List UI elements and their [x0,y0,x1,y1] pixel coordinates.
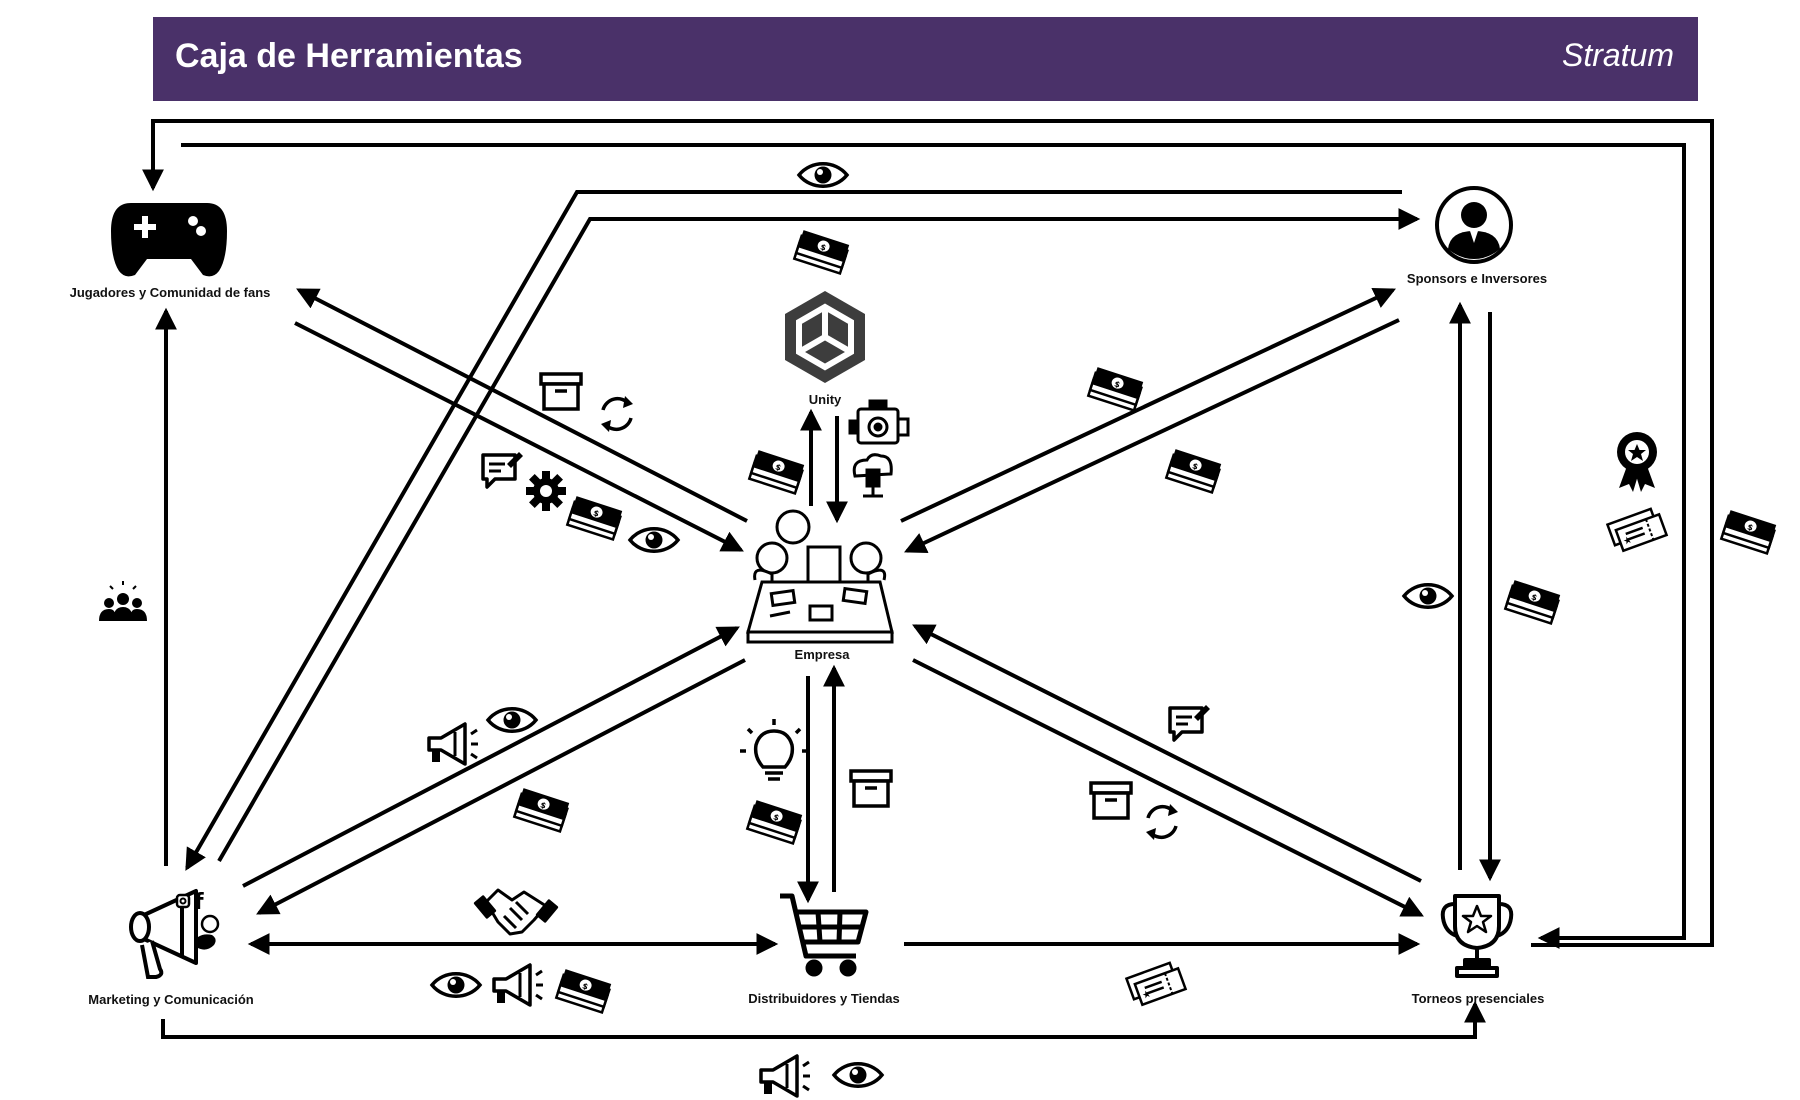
megaphone-icon [427,722,480,766]
eye-icon [832,1062,884,1088]
node-label-marketing: Marketing y Comunicación [88,992,254,1007]
megaphone-icon [759,1054,812,1098]
eye-icon [1402,583,1454,609]
flow-arrows [142,119,1714,1039]
money-icon [793,228,851,275]
eye-icon [797,162,849,188]
money-icon [555,967,613,1014]
eye-icon [430,972,482,998]
lightbulb-icon [740,719,808,781]
node-label-unity: Unity [808,392,842,407]
node-label-jugadores: Jugadores y Comunidad de fans [69,285,271,300]
money-icon [513,786,571,833]
megaphone-social-icon: f [129,889,220,979]
arrow-torneos-to-jugadores [142,119,1714,947]
feedback-icon [1168,703,1212,742]
arrow-empresa-to-marketing [256,658,746,915]
box-icon [539,372,583,411]
server-icon [852,453,893,498]
megaphone-icon [492,963,545,1007]
money-icon [566,494,624,541]
money-icon [1504,578,1562,625]
arrow-sponsors-to-empresa [904,318,1400,554]
money-icon [1087,365,1145,412]
brand-name: Stratum [1561,37,1674,73]
meeting-table-icon [746,509,894,644]
ticket-icon [1606,505,1668,555]
user-avatar-icon [1435,186,1513,264]
arrow-jugadores-to-torneos [181,143,1686,949]
box-icon [849,769,893,808]
eye-icon [628,527,680,553]
money-icon [746,798,804,845]
gamepad-icon [111,203,227,277]
ticket-icon [1125,959,1187,1009]
money-icon [748,448,806,495]
refresh-icon [599,394,635,434]
eye-icon [486,707,538,733]
arrow-marketing-to-sponsors [217,208,1421,863]
box-icon [1089,781,1133,820]
engine-icon [848,399,910,445]
shopping-cart-icon [780,893,869,977]
arrow-empresa-to-sponsors [900,287,1396,523]
arrow-sponsors-to-marketing [185,190,1402,871]
award-icon [1617,432,1657,492]
handshake-icon [473,888,559,936]
node-label-distribuidores: Distribuidores y Tiendas [748,991,900,1006]
arrow-torneos-to-empresa [912,624,1422,883]
money-icon [1720,508,1778,555]
arrow-marketing-to-torneos-bottom [161,1000,1486,1039]
node-label-empresa: Empresa [794,647,850,662]
arrow-jugadores-to-empresa [294,321,744,552]
arrow-empresa-to-torneos [912,658,1424,917]
arrow-empresa-to-jugadores [296,288,748,523]
unity-logo-icon [785,291,865,383]
node-label-torneos: Torneos presenciales [1411,991,1545,1006]
refresh-icon [1144,802,1180,842]
page-title: Caja de Herramientas [175,37,523,75]
trophy-icon [1440,894,1514,978]
arrow-marketing-to-empresa [242,626,740,888]
money-icon [1165,447,1223,494]
node-label-sponsors: Sponsors e Inversores [1406,271,1548,286]
svg-text:f: f [194,890,204,915]
community-icon [99,581,147,621]
header-bar: Caja de Herramientas Stratum [153,17,1698,101]
feedback-icon [481,450,525,489]
gear-icon [526,471,566,511]
